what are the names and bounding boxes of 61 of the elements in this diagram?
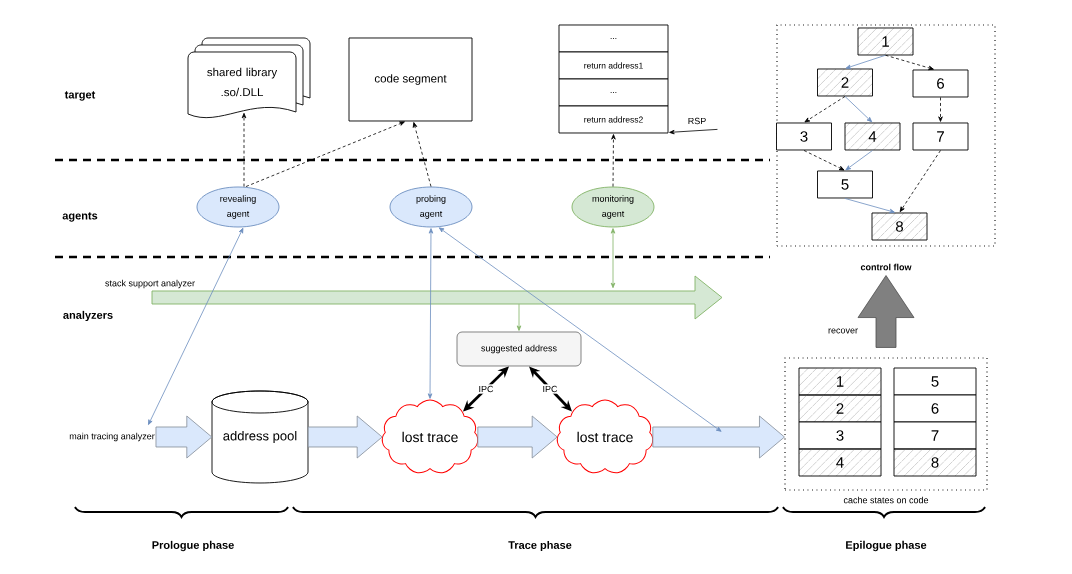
cache-cell: 6 (893, 394, 977, 423)
cache-cell: 8 (893, 448, 977, 477)
block-arrow (307, 415, 383, 459)
stack-cell: ... (558, 24, 669, 53)
block-box: 2 (817, 68, 873, 97)
block-arrow (857, 275, 915, 348)
cache-cell: 5 (893, 367, 977, 396)
cache-cell: 4 (798, 448, 882, 477)
dashed-arrow (611, 134, 616, 187)
double-arrow (438, 227, 722, 432)
rounded-box: suggested address (456, 331, 582, 367)
block-box: 7 (912, 122, 969, 151)
analyzer-label: main tracing analyzer (69, 432, 155, 442)
lane-label: target (64, 91, 96, 101)
dashed-arrow (245, 121, 405, 187)
frame-label: control flow (860, 263, 912, 271)
stack-cell: return address2 (558, 105, 669, 134)
block-arrow (652, 415, 785, 459)
arrow (845, 150, 873, 171)
arrow (844, 96, 873, 123)
stack-cell: return address1 (558, 51, 669, 80)
phase-label: Epilogue phase (846, 540, 927, 552)
arrow (844, 198, 895, 214)
lane-label: agents (62, 212, 98, 222)
block-box: 5 (817, 170, 873, 199)
phase-label: Trace phase (508, 540, 572, 552)
double-arrow (148, 227, 244, 425)
block-box: 8 (871, 212, 928, 241)
arrow (669, 129, 718, 135)
frame-label: cache states on code (843, 496, 929, 504)
phase-label: Prologue phase (152, 540, 234, 552)
analyzer-label: stack support analyzer (105, 279, 195, 289)
block-box: 1 (857, 27, 914, 56)
dashed-arrow (899, 150, 941, 213)
dashed-arrow (241, 112, 247, 187)
stack-cell: ... (558, 78, 669, 107)
dashed-arrow (804, 96, 846, 123)
edge-label: recover (826, 327, 860, 335)
block-arrow (155, 415, 213, 459)
edge-label: IPC (541, 384, 559, 394)
cache-cell: 3 (798, 421, 882, 450)
lane-label: analyzers (63, 310, 113, 322)
arrow (845, 54, 886, 69)
double-arrow (610, 228, 616, 289)
block-box: 6 (912, 69, 969, 98)
dashed-arrow (412, 122, 432, 187)
arrow (516, 303, 522, 331)
cache-cell: 7 (893, 421, 977, 450)
block-arrow (477, 415, 558, 459)
dashed-arrow (803, 150, 845, 171)
edge-label: IPC (477, 384, 495, 394)
segment-box: code segment (348, 37, 473, 122)
dashed-arrow (938, 97, 943, 122)
document-stack: shared library .so/.DLL (187, 37, 311, 119)
double-arrow (427, 228, 434, 399)
block-box: 3 (776, 122, 832, 151)
pointer-label: RSP (688, 117, 706, 125)
dashed-arrow (885, 54, 934, 71)
block-box: 4 (844, 122, 901, 151)
database-cylinder: address pool (211, 390, 309, 484)
cache-cell: 1 (798, 367, 882, 396)
